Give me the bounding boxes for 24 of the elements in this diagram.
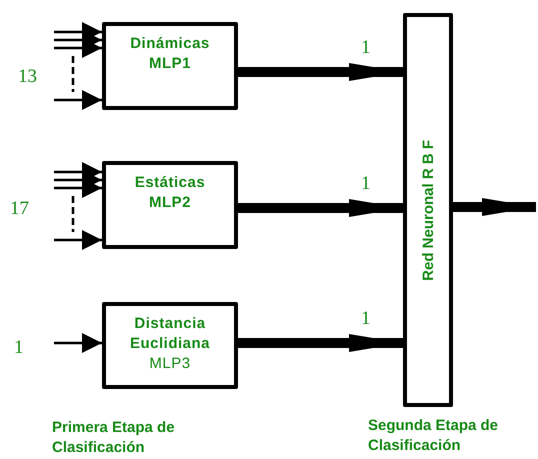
arrow bbox=[54, 333, 102, 353]
box-label: MLP3 bbox=[148, 354, 192, 374]
stage-caption: Segunda Etapa de Clasificación bbox=[368, 416, 500, 456]
box-label: Dinámicas MLP1 bbox=[129, 34, 211, 74]
thick-arrow bbox=[453, 198, 536, 216]
stage-caption: Primera Etapa de Clasificación bbox=[52, 418, 176, 458]
process-box bbox=[102, 302, 238, 389]
input-count: 1 bbox=[14, 338, 24, 358]
edge-label: 1 bbox=[361, 38, 370, 58]
input-count: 13 bbox=[18, 67, 37, 87]
box-label: Estáticas MLP2 bbox=[134, 173, 206, 213]
process-box bbox=[102, 161, 238, 249]
network-box bbox=[403, 13, 453, 407]
edge-label: 1 bbox=[361, 174, 370, 194]
arrow bbox=[54, 230, 102, 250]
thick-arrow bbox=[238, 199, 403, 217]
thick-arrow bbox=[238, 334, 403, 352]
input-count: 17 bbox=[10, 199, 29, 219]
box-label: Red Neuronal R B F bbox=[420, 140, 436, 280]
box-label: Distancia Euclidiana bbox=[128, 314, 212, 354]
arrow bbox=[54, 90, 102, 110]
edge-label: 1 bbox=[361, 309, 370, 329]
process-box bbox=[102, 22, 238, 110]
thick-arrow bbox=[238, 63, 403, 81]
